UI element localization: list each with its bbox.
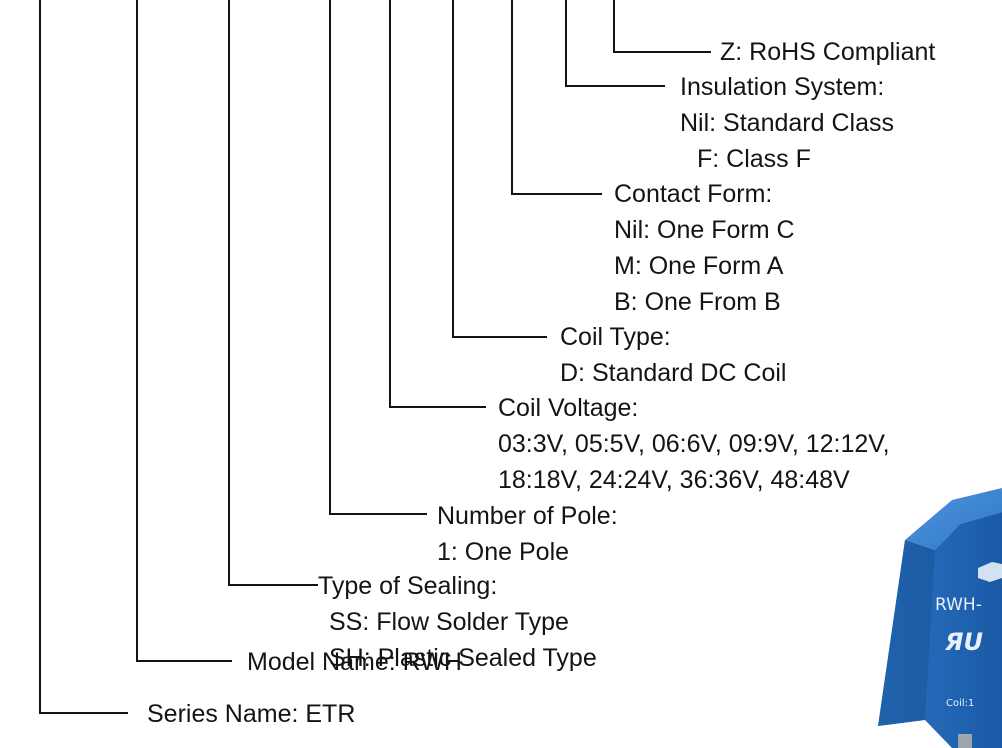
leader-poles bbox=[329, 0, 427, 515]
leader-coil-voltage bbox=[389, 0, 486, 408]
leader-contact-form bbox=[511, 0, 602, 195]
label-sealing-option: SH: Plastic Sealed Type bbox=[329, 644, 597, 672]
leader-model bbox=[136, 0, 232, 662]
label-coil-voltage-option: 03:3V, 05:5V, 06:6V, 09:9V, 12:12V, bbox=[498, 430, 890, 458]
label-coil-type-heading: Coil Type: bbox=[560, 323, 671, 351]
leader-insulation bbox=[565, 0, 665, 87]
label-sealing-heading: Type of Sealing: bbox=[318, 572, 498, 600]
label-model: Model Name: RWH bbox=[247, 648, 462, 676]
leader-rohs bbox=[613, 0, 711, 53]
label-contact-form-option: M: One Form A bbox=[614, 252, 784, 280]
label-poles-heading: Number of Pole: bbox=[437, 502, 618, 530]
label-contact-form-option: Nil: One Form C bbox=[614, 216, 795, 244]
label-coil-type-option: D: Standard DC Coil bbox=[560, 359, 787, 387]
leader-sealing bbox=[228, 0, 318, 586]
label-coil-voltage-option: 18:18V, 24:24V, 36:36V, 48:48V bbox=[498, 466, 850, 494]
label-sealing-option: SS: Flow Solder Type bbox=[329, 608, 569, 636]
label-contact-form-heading: Contact Form: bbox=[614, 180, 773, 208]
label-insulation-option: Nil: Standard Class bbox=[680, 109, 894, 137]
label-insulation-heading: Insulation System: bbox=[680, 73, 885, 101]
label-contact-form-option: B: One From B bbox=[614, 288, 781, 316]
leader-series bbox=[39, 0, 128, 714]
label-insulation-option: F: Class F bbox=[697, 145, 811, 173]
label-poles-option: 1: One Pole bbox=[437, 538, 570, 566]
leader-coil-type bbox=[452, 0, 547, 338]
label-rohs: Z: RoHS Compliant bbox=[720, 38, 936, 66]
label-series: Series Name: ETR bbox=[147, 700, 356, 728]
label-coil-voltage-heading: Coil Voltage: bbox=[498, 394, 639, 422]
